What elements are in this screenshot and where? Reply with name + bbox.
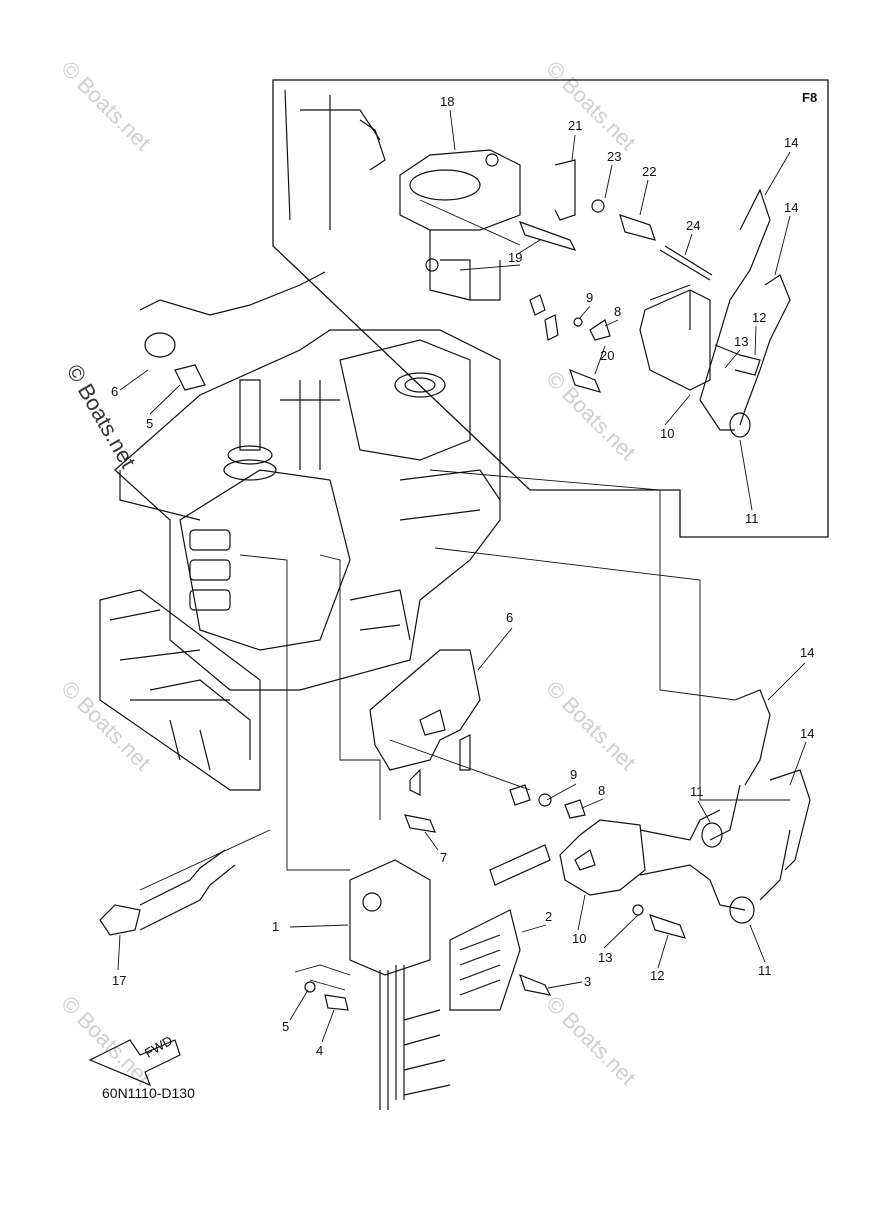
engine-block: [99, 329, 501, 791]
watermark: © Boats.net: [56, 676, 155, 775]
callout-21: 21: [568, 118, 582, 133]
callout-11: 11: [745, 511, 759, 526]
callout-17: 17: [112, 973, 126, 988]
callout-4: 4: [316, 1043, 323, 1058]
callout-6: 6: [111, 384, 118, 399]
callout-14: 14: [800, 645, 814, 660]
watermark: © Boats.net: [541, 56, 640, 155]
callout-14: 14: [800, 726, 814, 741]
callout-6: 6: [506, 610, 513, 625]
callout-12: 12: [650, 968, 664, 983]
callout-8: 8: [614, 304, 621, 319]
callout-7: 7: [440, 850, 447, 865]
inset-parts: [284, 89, 791, 438]
callout-18: 18: [440, 94, 454, 109]
callout-9: 9: [570, 767, 577, 782]
callout-13: 13: [598, 950, 612, 965]
watermark-dark: © Boats.net: [62, 360, 141, 472]
callout-14: 14: [784, 135, 798, 150]
callout-14: 14: [784, 200, 798, 215]
callout-19: 19: [508, 250, 522, 265]
drawing-code: 60N1110-D130: [102, 1085, 195, 1101]
callout-10: 10: [572, 931, 586, 946]
lower-parts: [88, 271, 811, 1110]
watermark: © Boats.net: [541, 366, 640, 465]
callout-11: 11: [690, 784, 704, 799]
watermark: © Boats.net: [56, 56, 155, 155]
callout-1: 1: [272, 919, 279, 934]
callout-5: 5: [282, 1019, 289, 1034]
callout-3: 3: [584, 974, 591, 989]
watermark: © Boats.net: [541, 676, 640, 775]
watermarks: © Boats.net © Boats.net © Boats.net © Bo…: [56, 56, 640, 1090]
watermark: © Boats.net: [56, 991, 155, 1090]
inset-frame: [272, 79, 829, 538]
callout-10: 10: [660, 426, 674, 441]
callout-12: 12: [752, 310, 766, 325]
callout-8: 8: [598, 783, 605, 798]
callout-22: 22: [642, 164, 656, 179]
fwd-label: FWD: [142, 1033, 175, 1061]
callout-5: 5: [146, 416, 153, 431]
callout-24: 24: [686, 218, 700, 233]
callout-13: 13: [734, 334, 748, 349]
leader-lines: [139, 199, 790, 991]
callouts: 18 21 23 22 14 14 24 19 9 8 12 13 20 10 …: [111, 94, 814, 1058]
callout-23: 23: [607, 149, 621, 164]
callout-9: 9: [586, 290, 593, 305]
callout-2: 2: [545, 909, 552, 924]
inset-label: F8: [802, 90, 817, 105]
callout-11: 11: [758, 963, 772, 978]
watermark: © Boats.net: [541, 991, 640, 1090]
callout-20: 20: [600, 348, 614, 363]
callout-leaders: [117, 109, 807, 1043]
